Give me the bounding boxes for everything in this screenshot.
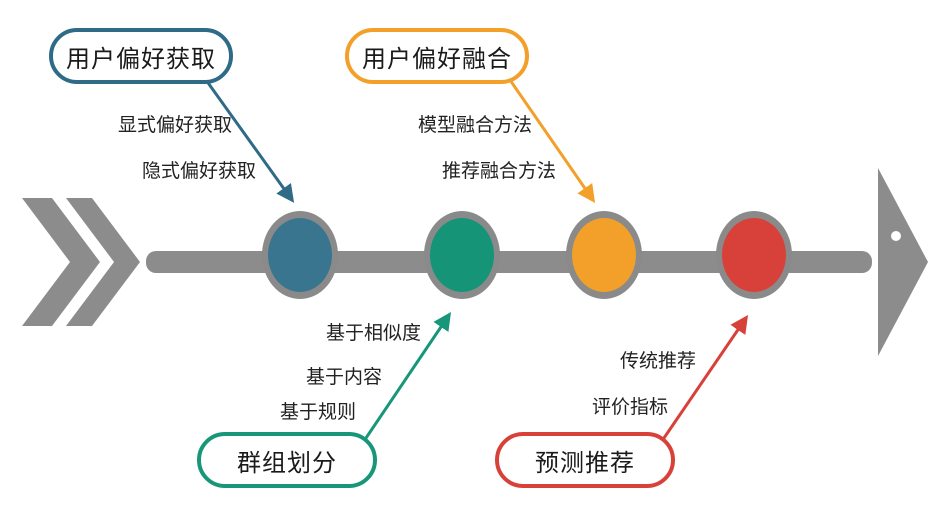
fuse-item: 推荐融合方法 [442,160,557,182]
stage-title-predict: 预测推荐 [495,432,675,488]
acquire-item: 隐式偏好获取 [142,160,257,182]
timeline-head [878,168,928,356]
connector-group [364,312,452,439]
acquire-item: 显式偏好获取 [118,114,233,136]
stage-title-acquire: 用户偏好获取 [49,28,233,84]
timeline-head-dot [891,231,901,241]
group-item: 基于相似度 [326,322,422,344]
connector-predict [662,315,749,439]
tail-chevron-inner [66,198,140,326]
predict-item: 评价指标 [592,396,669,418]
stage-node-fuse-core [572,218,636,292]
stage-node-group-core [430,218,494,292]
stage-title-group: 群组划分 [197,432,377,488]
connector-acquire [204,79,295,203]
stage-node-acquire-core [268,218,332,292]
group-item: 基于内容 [306,366,383,388]
predict-item: 传统推荐 [620,350,697,372]
connector-fuse [508,79,596,203]
tail-chevron-outer [22,198,100,326]
group-item: 基于规则 [280,401,357,423]
fuse-item: 模型融合方法 [418,114,533,136]
stage-title-fuse: 用户偏好融合 [345,28,529,84]
stage-node-predict-core [722,218,786,292]
